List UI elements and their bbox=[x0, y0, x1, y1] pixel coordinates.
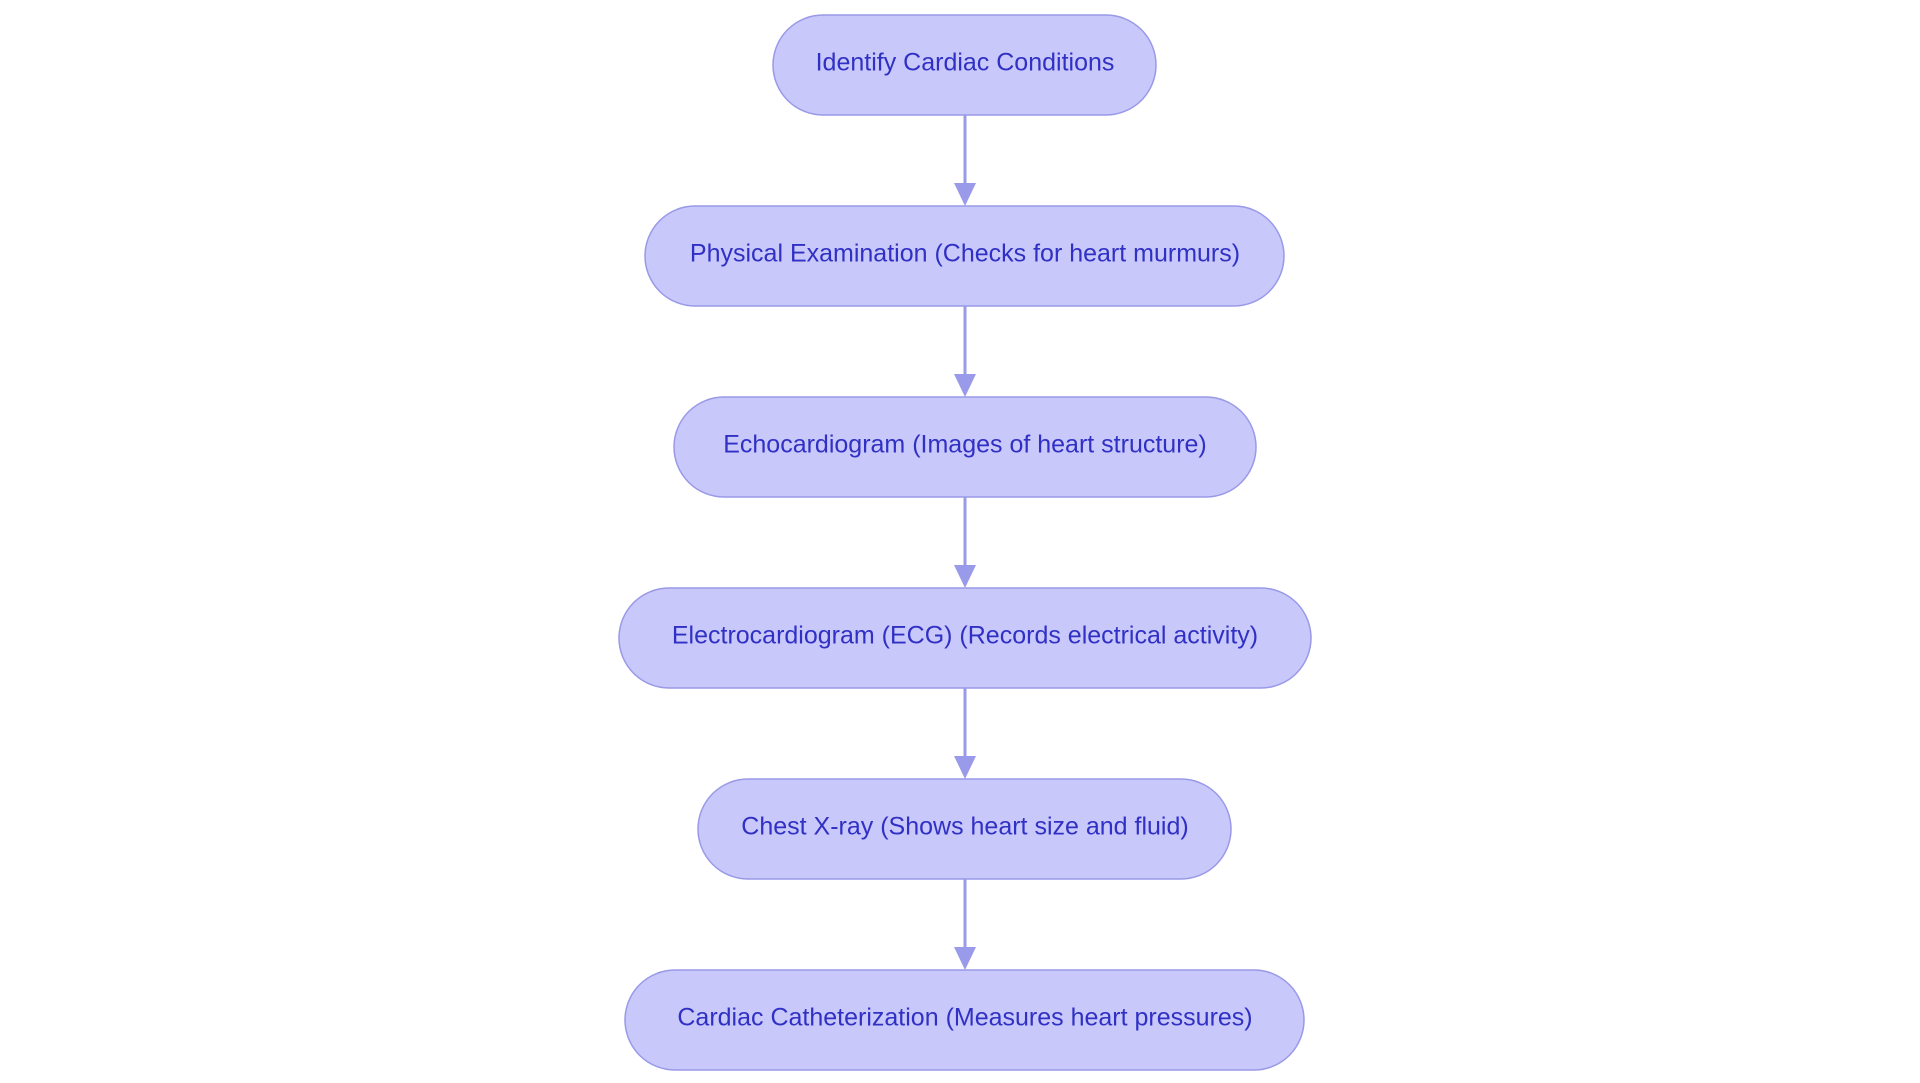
node-electrocardiogram[interactable]: Electrocardiogram (ECG) (Records electri… bbox=[618, 587, 1312, 689]
edge-echo-to-ecg bbox=[954, 497, 976, 588]
node-identify-cardiac-conditions[interactable]: Identify Cardiac Conditions bbox=[772, 14, 1157, 116]
edge-physical-to-echo bbox=[954, 306, 976, 397]
node-echocardiogram[interactable]: Echocardiogram (Images of heart structur… bbox=[673, 396, 1257, 498]
node-chest-x-ray[interactable]: Chest X-ray (Shows heart size and fluid) bbox=[697, 778, 1232, 880]
edge-identify-to-physical bbox=[954, 115, 976, 206]
node-label: Cardiac Catheterization (Measures heart … bbox=[677, 1004, 1252, 1032]
node-label: Physical Examination (Checks for heart m… bbox=[690, 240, 1240, 268]
node-label: Chest X-ray (Shows heart size and fluid) bbox=[741, 813, 1188, 841]
node-physical-examination[interactable]: Physical Examination (Checks for heart m… bbox=[644, 205, 1285, 307]
node-label: Electrocardiogram (ECG) (Records electri… bbox=[672, 622, 1258, 650]
node-cardiac-catheterization[interactable]: Cardiac Catheterization (Measures heart … bbox=[624, 969, 1305, 1071]
edge-xray-to-cath bbox=[954, 879, 976, 970]
node-label: Identify Cardiac Conditions bbox=[816, 49, 1115, 77]
node-label: Echocardiogram (Images of heart structur… bbox=[723, 431, 1207, 459]
edge-ecg-to-xray bbox=[954, 688, 976, 779]
